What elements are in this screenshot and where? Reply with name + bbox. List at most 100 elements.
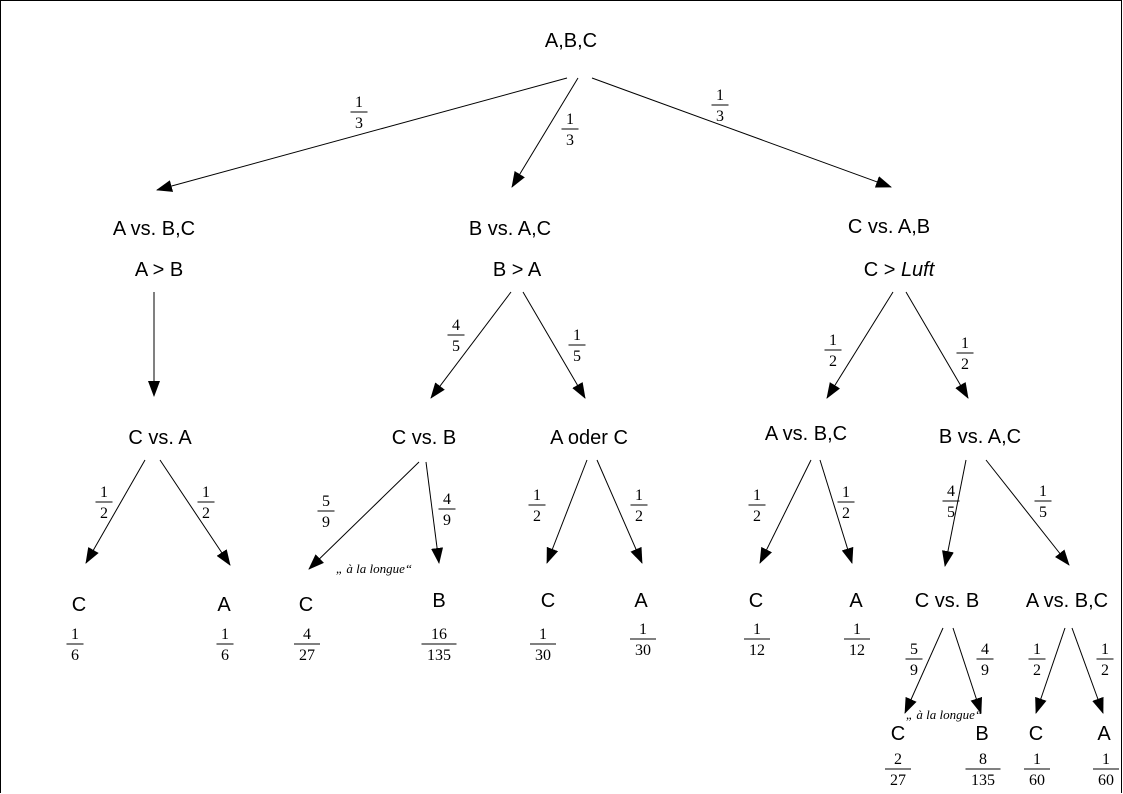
leaf-node: C16 <box>66 594 86 664</box>
leaf-label: A <box>849 590 863 612</box>
leaf-probability: 16 <box>66 626 84 664</box>
node-b-vs-ac-2: B vs. A,C <box>939 426 1021 448</box>
leaf-probability: 227 <box>885 751 911 789</box>
edge-probability-denominator: 9 <box>322 514 330 531</box>
leaf-label: C <box>299 594 313 616</box>
leaf-label: A <box>634 590 648 612</box>
root-node: A,B,C <box>545 30 597 52</box>
edge-probability: 15 <box>568 327 586 365</box>
edge-probability-numerator: 1 <box>100 484 108 501</box>
edge-probability: 13 <box>711 87 729 125</box>
note-a-la-longue-1: „ à la longue“ <box>336 561 412 576</box>
edge-root-c <box>591 77 892 188</box>
leaf-label: A <box>1097 723 1111 745</box>
node-c-vs-b-1: C vs. B <box>392 427 456 449</box>
leaf-probability-denominator: 6 <box>71 647 79 664</box>
edge-probability: 45 <box>447 317 465 355</box>
edge-bac2-abc3 <box>985 459 1070 566</box>
edge-probability-numerator: 1 <box>1101 641 1109 658</box>
edge-probability-denominator: 5 <box>452 338 460 355</box>
edge-probability: 12 <box>956 335 974 373</box>
edge-probability: 12 <box>837 484 855 522</box>
leaf-node: C 427 <box>294 594 320 664</box>
leaf-probability: 112 <box>844 621 870 659</box>
leaf-probability-numerator: 1 <box>539 626 547 643</box>
edge-probability-denominator: 2 <box>533 508 541 525</box>
edge-probability-denominator: 3 <box>355 115 363 132</box>
edge-probability-numerator: 1 <box>355 94 363 111</box>
leaf-probability-numerator: 1 <box>853 621 861 638</box>
edge-probability-denominator: 2 <box>842 505 850 522</box>
edge-probability: 12 <box>748 487 766 525</box>
edge-abc2-c <box>759 459 812 564</box>
leaf-probability: 160 <box>1024 751 1050 789</box>
edge-probability-denominator: 9 <box>981 662 989 679</box>
edge-probability: 15 <box>1034 483 1052 521</box>
edge-probability: 45 <box>942 483 960 521</box>
edge-probability-denominator: 5 <box>1039 504 1047 521</box>
edge-probability: 12 <box>630 487 648 525</box>
edge-probability-denominator: 2 <box>1101 662 1109 679</box>
leaf-probability-denominator: 12 <box>749 642 765 659</box>
leaf-label: C <box>749 590 763 612</box>
leaf-probability: 427 <box>294 626 320 664</box>
leaf-probability-denominator: 27 <box>890 772 906 789</box>
leaf-node: A16 <box>216 594 234 664</box>
leaf-probability-denominator: 135 <box>427 647 451 664</box>
leaf-label: C <box>72 594 86 616</box>
node-a-vs-bc: A vs. B,C <box>113 218 195 240</box>
leaf-probability-numerator: 16 <box>431 626 447 643</box>
edge-probability: 59 <box>317 493 335 531</box>
edge-probability-denominator: 5 <box>947 504 955 521</box>
edge-probability: 13 <box>350 94 368 132</box>
edge-probability-numerator: 1 <box>842 484 850 501</box>
leaf-probability-numerator: 1 <box>639 621 647 638</box>
edge-probability-denominator: 2 <box>100 505 108 522</box>
edge-probability-numerator: 1 <box>829 332 837 349</box>
leaf-probability: 112 <box>744 621 770 659</box>
edge-probability: 12 <box>528 487 546 525</box>
edge-probability-denominator: 3 <box>566 132 574 149</box>
edge-abc2-a <box>819 459 854 564</box>
edge-probability-numerator: 4 <box>981 641 989 658</box>
edge-c-abc2 <box>826 291 894 399</box>
edge-ca-a <box>159 459 231 566</box>
leaf-label: C <box>541 590 555 612</box>
edge-root-b <box>511 77 579 188</box>
leaf-label: B <box>432 590 445 612</box>
edge-probability: 12 <box>824 332 842 370</box>
leaf-probability-denominator: 30 <box>635 642 651 659</box>
node-c-relation-italic: Luft <box>901 259 936 281</box>
edge-probability-denominator: 3 <box>716 108 724 125</box>
edge-probability-numerator: 4 <box>443 491 451 508</box>
leaf-probability-numerator: 8 <box>979 751 987 768</box>
leaf-probability-numerator: 4 <box>303 626 311 643</box>
node-a-oder-c: A oder C <box>550 427 628 449</box>
edge-probability: 12 <box>197 484 215 522</box>
edge-ca-c <box>85 459 146 564</box>
note-a-la-longue-2: „ à la longue“ <box>906 707 982 722</box>
edge-abc3-c <box>1035 627 1066 714</box>
node-c-vs-a: C vs. A <box>128 427 192 449</box>
edge-probability-numerator: 1 <box>961 335 969 352</box>
edge-probability: 12 <box>1096 641 1114 679</box>
leaf-probability-numerator: 1 <box>1102 751 1110 768</box>
edge-probability-denominator: 2 <box>753 508 761 525</box>
leaf-probability: 130 <box>630 621 656 659</box>
edge-probability-numerator: 4 <box>452 317 460 334</box>
leaf-probability-numerator: 1 <box>71 626 79 643</box>
edge-probability-denominator: 2 <box>635 508 643 525</box>
edge-probability-numerator: 1 <box>716 87 724 104</box>
leaf-probability-denominator: 135 <box>971 772 995 789</box>
leaf-node: A 1 60 <box>1093 723 1119 789</box>
edge-probability-numerator: 5 <box>910 641 918 658</box>
edge-probability: 13 <box>561 111 579 149</box>
leaf-probability-denominator: 60 <box>1098 772 1114 789</box>
